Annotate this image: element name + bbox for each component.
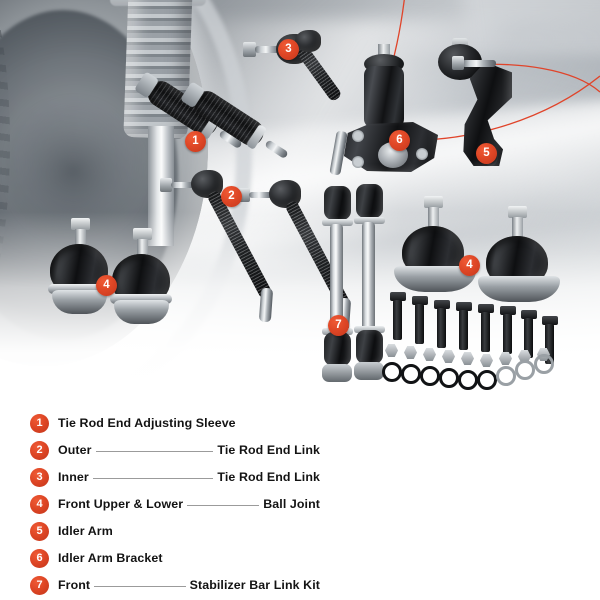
legend-row: 6 Idler Arm Bracket: [30, 547, 320, 569]
legend-badge: 4: [30, 494, 49, 514]
legend-connector-line: [94, 585, 186, 587]
callout-badge-idler-arm[interactable]: 5: [476, 143, 497, 164]
callout-badge-idler-arm-bracket[interactable]: 6: [389, 130, 410, 151]
legend-label-right: Ball Joint: [263, 497, 320, 511]
legend-row: 7 Front Stabilizer Bar Link Kit: [30, 574, 320, 596]
legend-row: 2 Outer Tie Rod End Link: [30, 439, 320, 461]
legend-row: 3 Inner Tie Rod End Link: [30, 466, 320, 488]
legend-label-right: Stabilizer Bar Link Kit: [189, 578, 320, 592]
legend-label-left: Tie Rod End Adjusting Sleeve: [58, 416, 236, 430]
callout-badge-front-lower-ball-joint[interactable]: 4: [96, 275, 117, 296]
legend-connector-line: [187, 504, 260, 506]
product-photo: 1 2 3 4 4 5 6 7: [0, 0, 600, 392]
callout-badge-front-stabilizer-bar-link-kit[interactable]: 7: [328, 315, 349, 336]
callout-badge-front-upper-ball-joint[interactable]: 4: [459, 255, 480, 276]
legend-label-left: Outer: [58, 443, 92, 457]
callout-badge-outer-tie-rod-end-link[interactable]: 2: [221, 186, 242, 207]
legend-badge: 7: [30, 575, 49, 595]
legend-row: 4 Front Upper & Lower Ball Joint: [30, 493, 320, 515]
legend-row: 5 Idler Arm: [30, 520, 320, 542]
legend-label-left: Front: [58, 578, 91, 592]
legend-connector-line: [95, 450, 214, 452]
legend-label-left: Idler Arm: [58, 524, 113, 538]
legend-badge: 1: [30, 413, 49, 433]
legend-row: 1 Tie Rod End Adjusting Sleeve: [30, 412, 320, 434]
legend-label-right: Tie Rod End Link: [217, 470, 320, 484]
legend-connector-line: [92, 477, 214, 479]
legend-badge: 5: [30, 521, 49, 541]
legend-badge: 6: [30, 548, 49, 568]
legend-label-left: Inner: [58, 470, 89, 484]
legend-label-right: Tie Rod End Link: [217, 443, 320, 457]
callout-badge-tie-rod-end-adjusting-sleeve[interactable]: 1: [185, 131, 206, 152]
legend-badge: 3: [30, 467, 49, 487]
legend-label-left: Front Upper & Lower: [58, 497, 184, 511]
legend-badge: 2: [30, 440, 49, 460]
legend-label-left: Idler Arm Bracket: [58, 551, 163, 565]
callout-badge-inner-tie-rod-end-link[interactable]: 3: [278, 39, 299, 60]
